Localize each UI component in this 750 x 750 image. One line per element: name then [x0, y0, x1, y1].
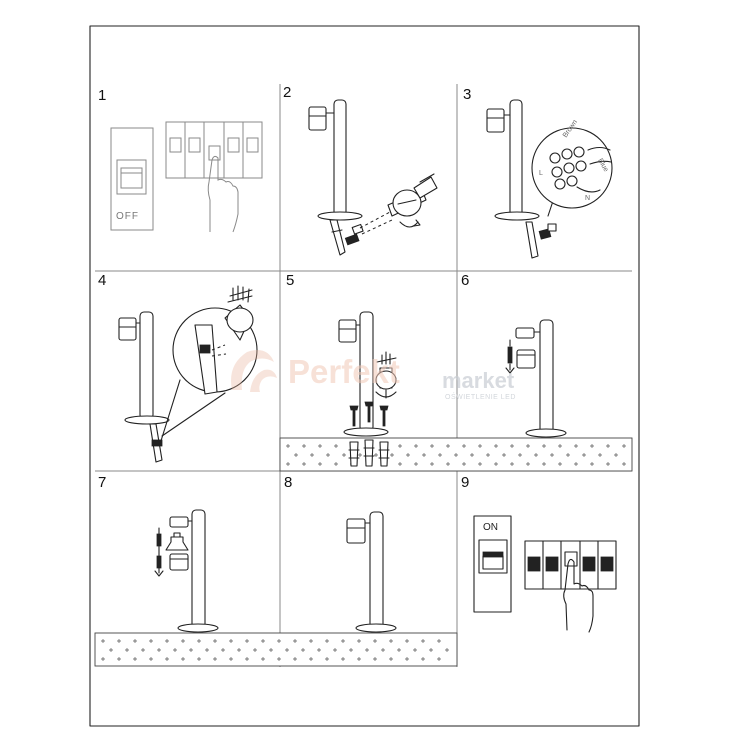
lamp-head [486, 108, 505, 133]
switch-off-label: OFF [116, 211, 139, 222]
step-number-9: 9 [461, 474, 470, 491]
lamp-head-bottom [169, 553, 189, 571]
lamp-base-plate [343, 427, 389, 437]
lamp-head-bottom [516, 349, 536, 369]
breaker-box-off [110, 127, 154, 231]
page-frame [89, 25, 640, 727]
cable-connector [375, 370, 397, 390]
wiring-detail-circle [531, 127, 613, 209]
lamp-post [509, 99, 523, 217]
step-number-8: 8 [284, 474, 293, 491]
step-2-drawing [308, 99, 438, 256]
step-number-7: 7 [98, 474, 107, 491]
watermark-market: market [442, 368, 515, 393]
ground-anchors [348, 439, 390, 467]
lamp-head [118, 317, 137, 341]
lamp-base-plate [355, 623, 397, 633]
mounting-screws [349, 401, 389, 427]
lamp-post [539, 319, 554, 434]
switch-on-label: ON [483, 522, 498, 533]
step-6-drawing [505, 319, 567, 438]
lamp-head [338, 319, 357, 343]
step-number-3: 3 [463, 86, 472, 103]
watermark-brand: Perfekt [288, 353, 400, 390]
step-number-6: 6 [461, 272, 470, 289]
hand-icon [563, 558, 594, 633]
lamp-head-open [169, 516, 189, 528]
lamp-base-plate [177, 623, 219, 633]
breaker-row-on [524, 540, 617, 590]
step-3-drawing: Brown Blue L N [486, 99, 613, 259]
lamp-post [139, 311, 154, 420]
lamp-base-plate [494, 211, 540, 221]
lamp-base-plate [525, 428, 567, 438]
wire-label-l: L [539, 170, 543, 177]
lamp-base-plate [317, 211, 363, 221]
lamp-head [308, 106, 327, 131]
step-5-drawing [338, 311, 397, 467]
breaker-row-off [165, 121, 263, 179]
step-number-5: 5 [286, 272, 295, 289]
breaker-box-on [473, 515, 512, 613]
step-7-drawing [154, 509, 219, 633]
step-number-1: 1 [98, 87, 107, 104]
bulb-icon [165, 532, 189, 551]
step-9-drawing [473, 515, 617, 633]
lamp-post [333, 99, 347, 217]
step-number-2: 2 [283, 84, 292, 101]
lamp-head [346, 518, 366, 544]
lamp-post [369, 511, 384, 629]
ground-strips [94, 437, 633, 667]
lamp-post [191, 509, 206, 629]
wire-label-n: N [585, 195, 590, 202]
step-number-4: 4 [98, 272, 107, 289]
lamp-base-plate [124, 415, 170, 425]
hand-icon [207, 155, 239, 233]
lamp-head-open [515, 327, 535, 339]
step-4-drawing [118, 285, 258, 463]
watermark-logo-icon [231, 349, 277, 392]
step-8-drawing [346, 511, 397, 633]
step-1-drawing [110, 121, 263, 233]
watermark-tagline: OŚWIETLENIE LED [445, 394, 516, 401]
